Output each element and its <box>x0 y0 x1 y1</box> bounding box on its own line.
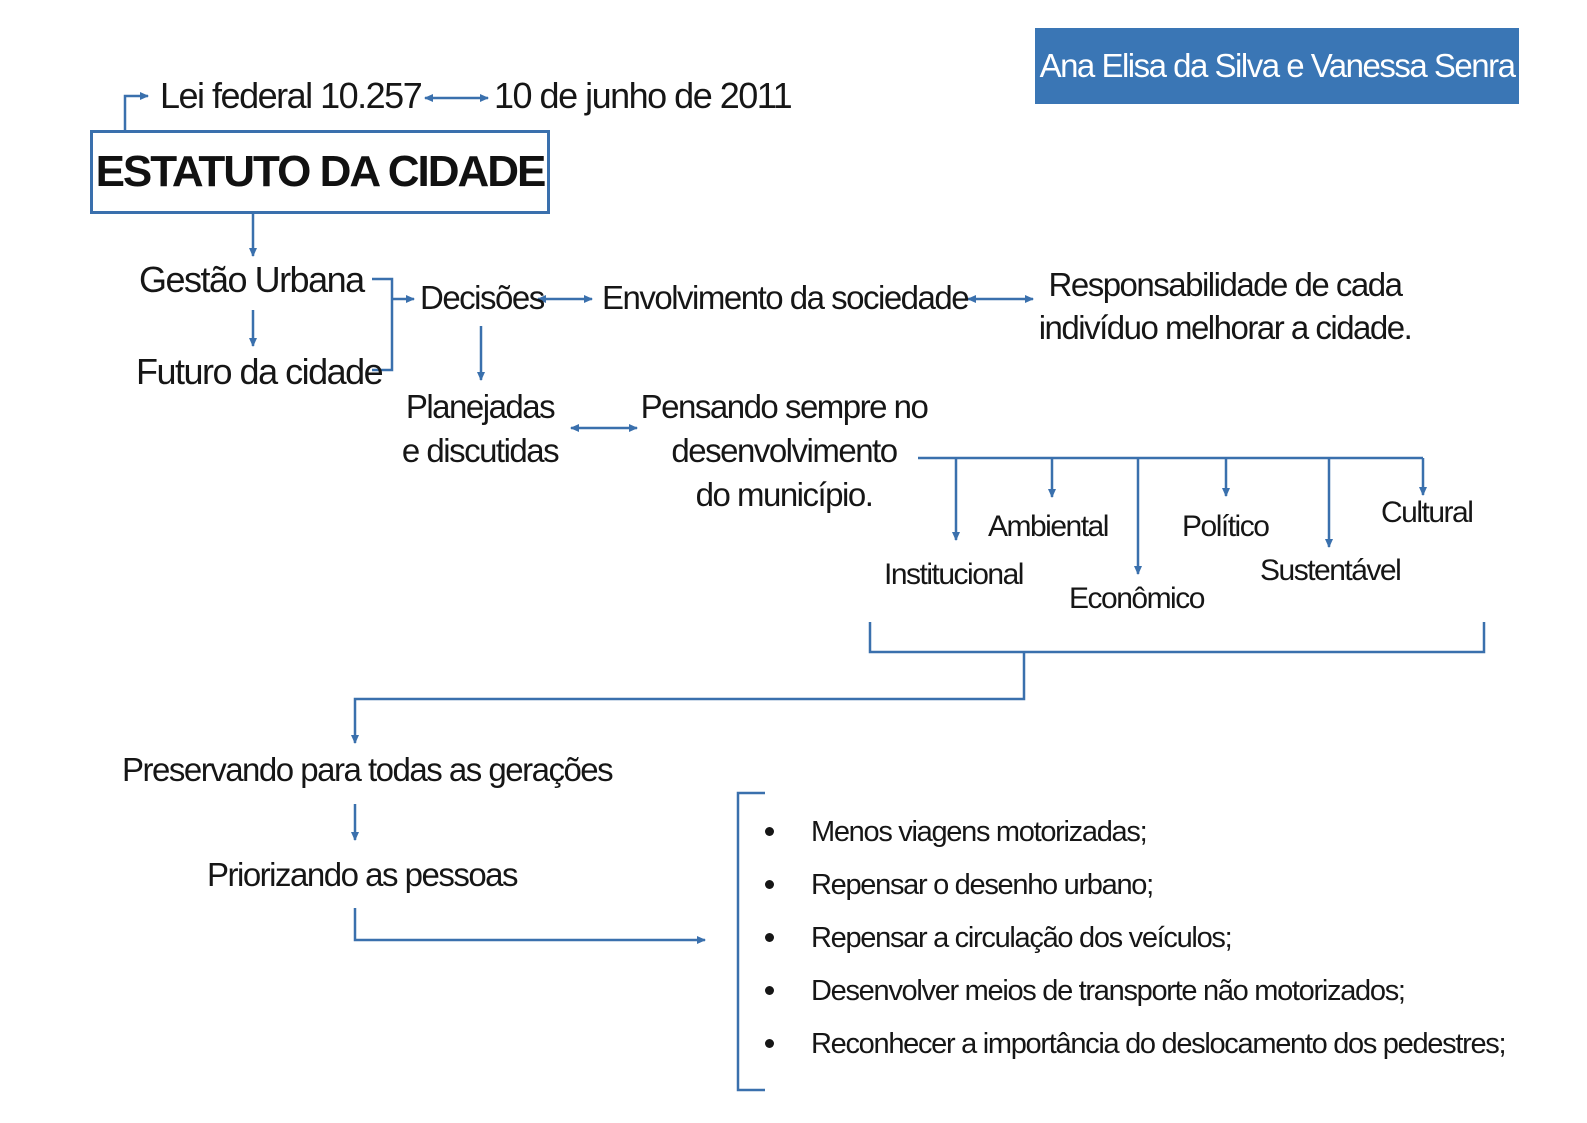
bullet-icon <box>765 933 774 942</box>
actions-bracket <box>736 791 765 1092</box>
futuro-da-cidade: Futuro da cidade <box>136 351 384 392</box>
responsabilidade: Responsabilidade de cada indivíduo melho… <box>1030 266 1420 347</box>
bullet-icon <box>765 986 774 995</box>
bullet-icon <box>765 880 774 889</box>
date-label: 10 de junho de 2011 <box>494 75 793 116</box>
title-to-law-arrow <box>123 92 149 130</box>
list-item: Desenvolver meios de transporte não moto… <box>765 971 1505 1024</box>
responsabilidade-line-1: Responsabilidade de cada <box>1048 266 1403 303</box>
actions-list: Menos viagens motorizadas; Repensar o de… <box>765 812 1507 1077</box>
bullet-icon <box>765 1039 774 1048</box>
dimension-politico: Político <box>1182 510 1270 543</box>
to-preservando-arrow <box>351 652 1026 744</box>
action-text: Repensar a circulação dos veículos; <box>811 922 1233 954</box>
gestao-urbana: Gestão Urbana <box>139 259 365 300</box>
planejadas-e-discutidas: Planejadas e discutidas <box>392 388 568 470</box>
priorizando-to-list-arrow <box>353 908 706 944</box>
responsabilidade-line-2: indivíduo melhorar a cidade. <box>1038 308 1413 346</box>
list-item: Menos viagens motorizadas; <box>765 812 1505 865</box>
dimensions-bracket <box>868 622 1486 654</box>
priorizando-pessoas: Priorizando as pessoas <box>207 856 519 893</box>
author-name: Ana Elisa da Silva e Vanessa Senra <box>1039 47 1516 84</box>
dimension-economico: Econômico <box>1069 582 1205 615</box>
planejadas-line-1: Planejadas <box>405 388 556 425</box>
list-item: Repensar o desenho urbano; <box>765 865 1505 918</box>
law-label: Lei federal 10.257 <box>160 75 423 116</box>
dimension-sustentavel: Sustentável <box>1260 554 1402 587</box>
pensando-sempre: Pensando sempre no desenvolvimento do mu… <box>636 388 932 514</box>
dimension-institucional: Institucional <box>884 558 1024 591</box>
pensando-line-2: desenvolvimento <box>671 431 898 469</box>
dimension-cultural: Cultural <box>1381 496 1474 529</box>
list-item: Repensar a circulação dos veículos; <box>765 918 1505 971</box>
page-title: ESTATUTO DA CIDADE <box>95 147 547 196</box>
list-item: Reconhecer a importância do deslocamento… <box>765 1024 1507 1077</box>
title-box: ESTATUTO DA CIDADE <box>90 130 550 214</box>
dimension-ambiental: Ambiental <box>988 510 1109 543</box>
author-banner: Ana Elisa da Silva e Vanessa Senra <box>1035 28 1519 104</box>
pensando-line-1: Pensando sempre no <box>640 388 929 425</box>
action-text: Menos viagens motorizadas; <box>811 816 1148 848</box>
action-text: Reconhecer a importância do deslocamento… <box>811 1028 1507 1060</box>
decisoes: Decisões <box>420 279 545 316</box>
action-text: Desenvolver meios de transporte não moto… <box>811 975 1406 1007</box>
envolvimento-da-sociedade: Envolvimento da sociedade <box>602 279 970 316</box>
pensando-line-3: do município. <box>695 475 874 513</box>
decisoes-bracket <box>372 277 394 372</box>
action-text: Repensar o desenho urbano; <box>811 869 1154 901</box>
planejadas-line-2: e discutidas <box>401 431 560 469</box>
bullet-icon <box>765 827 774 836</box>
preservando-geracoes: Preservando para todas as gerações <box>122 751 614 788</box>
